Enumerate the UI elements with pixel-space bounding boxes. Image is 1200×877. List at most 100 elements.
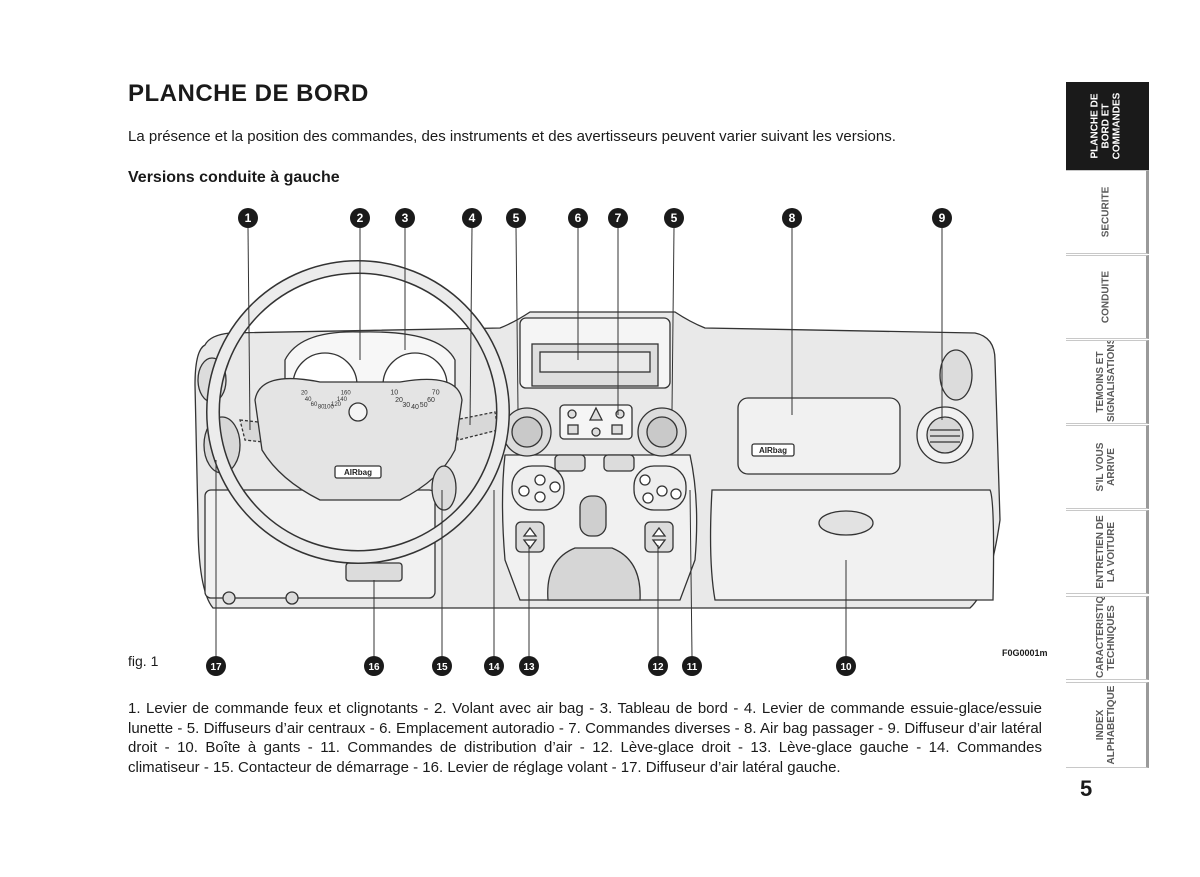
callout-8: 8: [782, 208, 802, 228]
callout-circle: [364, 656, 384, 676]
tab-caracteristiques[interactable]: CARACTERISTIQUES TECHNIQUES: [1066, 596, 1149, 680]
callout-number: 5: [671, 211, 678, 225]
callout-circle: [432, 656, 452, 676]
leader-line: [671, 227, 675, 411]
ignition-switch: [431, 465, 457, 511]
leader-line: [515, 227, 519, 411]
callout-15: 15: [432, 656, 452, 676]
callout-circle: [484, 656, 504, 676]
gauge-tick-label: 80: [318, 405, 325, 411]
callout-number: 11: [687, 662, 698, 673]
tab-temoins[interactable]: TEMOINS ET SIGNALISATIONS: [1066, 340, 1149, 424]
figure-label: fig. 1: [128, 653, 159, 669]
gauge-tick-label: 40: [411, 404, 419, 411]
callout-circle: [664, 208, 684, 228]
callout-number: 14: [488, 662, 500, 673]
callout-circle: [506, 208, 526, 228]
callout-number: 10: [840, 662, 852, 673]
callout-2: 2: [350, 208, 370, 228]
callout-17: 17: [206, 656, 226, 676]
callout-1: 1: [238, 208, 258, 228]
driver-airbag-label: AIRbag: [344, 468, 372, 477]
callout-circle: [395, 208, 415, 228]
tab-label: ENTRETIEN DE LA VOITURE: [1095, 515, 1117, 589]
tab-label: CONDUITE: [1100, 270, 1112, 324]
gauge-tick-label: 20: [301, 391, 308, 397]
tab-securite[interactable]: SECURITE: [1066, 170, 1149, 254]
callout-number: 9: [939, 211, 946, 225]
steering-hub: [254, 377, 463, 501]
tab-sil-vous-arrive[interactable]: S'IL VOUS ARRIVE: [1066, 425, 1149, 509]
callout-5: 5: [664, 208, 684, 228]
steering-adjust-lever: [345, 562, 403, 582]
gauge-tick-label: 50: [420, 402, 428, 409]
callout-6: 6: [568, 208, 588, 228]
callout-11: 11: [682, 656, 702, 676]
leader-line: [469, 227, 473, 426]
callout-circle: [836, 656, 856, 676]
gauge-tick-label: 10: [390, 390, 398, 397]
callout-number: 2: [357, 211, 364, 225]
tab-label: S'IL VOUS ARRIVE: [1095, 442, 1117, 492]
dashboard-illustration: AIRbag: [194, 208, 1001, 676]
glovebox-handle: [818, 510, 874, 536]
section-subheading: Versions conduite à gauche: [128, 169, 340, 186]
callout-circle: [238, 208, 258, 228]
callout-circle: [206, 656, 226, 676]
tab-label: INDEX ALPHABETIQUE: [1095, 685, 1117, 765]
tab-entretien[interactable]: ENTRETIEN DE LA VOITURE: [1066, 510, 1149, 594]
callout-number: 3: [402, 211, 409, 225]
callout-number: 5: [513, 211, 520, 225]
tab-conduite[interactable]: CONDUITE: [1066, 255, 1149, 339]
gauge-tick-label: 30: [402, 402, 410, 409]
gear-knob: [579, 495, 607, 537]
callout-number: 16: [368, 662, 380, 673]
gauge-tick-label: 40: [305, 397, 312, 403]
tab-label: TEMOINS ET SIGNALISATIONS: [1095, 340, 1117, 422]
leader-line: [689, 489, 693, 657]
callout-4: 4: [462, 208, 482, 228]
glovebox: [709, 489, 995, 601]
tab-index[interactable]: INDEX ALPHABETIQUE: [1066, 682, 1149, 768]
wheel-badge: [348, 402, 368, 422]
callout-5: 5: [506, 208, 526, 228]
callout-number: 13: [523, 662, 535, 673]
callout-circle: [682, 656, 702, 676]
callout-16: 16: [364, 656, 384, 676]
climate-panel-left: [511, 465, 565, 511]
callout-circle: [350, 208, 370, 228]
callout-number: 12: [652, 662, 664, 673]
passenger-airbag-panel: [737, 397, 901, 475]
gauge-tick-label: 140: [337, 397, 348, 403]
figure-legend: 1. Levier de commande feux et clignotant…: [128, 700, 1042, 776]
callout-circle: [519, 656, 539, 676]
callout-10: 10: [836, 656, 856, 676]
callout-number: 6: [575, 211, 582, 225]
callout-number: 1: [245, 211, 252, 225]
page-number: 5: [1080, 776, 1093, 801]
passenger-airbag-label: AIRbag: [759, 446, 787, 455]
callout-12: 12: [648, 656, 668, 676]
gauge-tick-label: 60: [311, 402, 318, 408]
intro-text: La présence et la position des commandes…: [128, 128, 896, 145]
callout-number: 17: [210, 662, 222, 673]
callout-number: 15: [436, 662, 448, 673]
callout-circle: [462, 208, 482, 228]
callout-3: 3: [395, 208, 415, 228]
callout-circle: [932, 208, 952, 228]
callout-13: 13: [519, 656, 539, 676]
gauge-tick-label: 100: [324, 405, 335, 411]
tab-planche-de-bord[interactable]: PLANCHE DE BORD ET COMMANDES: [1066, 82, 1149, 170]
gauge-tick-label: 70: [432, 390, 440, 397]
leader-line: [247, 227, 251, 431]
callout-number: 4: [469, 211, 476, 225]
gauge-tick-label: 60: [427, 397, 435, 404]
callout-circle: [608, 208, 628, 228]
callout-circle: [648, 656, 668, 676]
tab-label: PLANCHE DE BORD ET COMMANDES: [1089, 92, 1123, 160]
callout-9: 9: [932, 208, 952, 228]
window-switch-left: [515, 521, 545, 553]
gauge-tick-label: 20: [395, 397, 403, 404]
